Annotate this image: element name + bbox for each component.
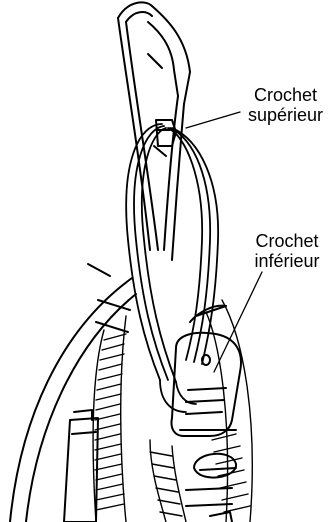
vacuum-body bbox=[10, 264, 136, 522]
lower-hook-label: Crochet inférieur bbox=[246, 231, 328, 271]
lower-hook-label-line-1: Crochet bbox=[246, 231, 328, 251]
upper-hook-label-line-2: supérieur bbox=[240, 105, 331, 125]
lower-hook-leader bbox=[214, 272, 262, 372]
upper-hook-label: Crochet supérieur bbox=[240, 85, 331, 125]
upper-hook-label-line-1: Crochet bbox=[240, 85, 331, 105]
upper-hook-leader bbox=[186, 112, 240, 128]
lower-hook bbox=[172, 306, 242, 436]
lower-hook-label-line-2: inférieur bbox=[246, 251, 328, 271]
wand-attachments bbox=[186, 454, 236, 522]
